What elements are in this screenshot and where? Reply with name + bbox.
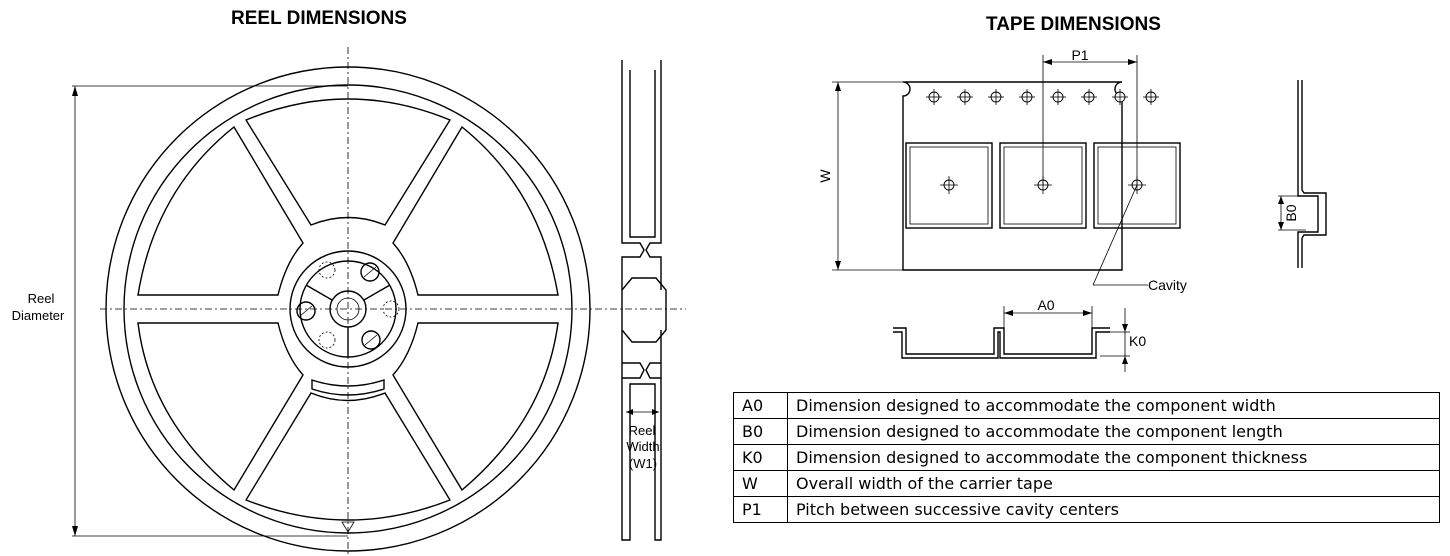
tape-top-view [832, 55, 1181, 286]
legend-symbol: P1 [733, 496, 788, 523]
hub-vent-2 [382, 300, 400, 318]
legend-symbol: B0 [733, 418, 788, 445]
tape-dimensions-title: TAPE DIMENSIONS [986, 14, 1161, 35]
legend-row-w: W Overall width of the carrier tape [733, 470, 1440, 497]
reel-window-bottom [244, 392, 452, 521]
reel-side-view [621, 60, 667, 541]
k0-label: K0 [1129, 333, 1146, 349]
legend-description: Overall width of the carrier tape [787, 470, 1440, 497]
reel-width-label-2: Width [626, 439, 659, 454]
reel-width-label-1: Reel [629, 423, 656, 438]
reel-diameter-label-2: Diameter [12, 308, 65, 323]
reel-side-hub [621, 277, 667, 343]
legend-description: Dimension designed to accommodate the co… [787, 444, 1440, 471]
hub-vent-1 [318, 261, 336, 279]
legend-row-b0: B0 Dimension designed to accommodate the… [733, 418, 1440, 445]
b0-label: B0 [1283, 204, 1299, 221]
tape-side-view [1278, 80, 1327, 268]
hub-spoke-right [363, 284, 391, 301]
w-label: W [817, 169, 833, 183]
legend-row-p1: P1 Pitch between successive cavity cente… [733, 496, 1440, 523]
reel-window-upper-right [392, 125, 559, 296]
legend-symbol: K0 [733, 444, 788, 471]
legend-description: Dimension designed to accommodate the co… [787, 392, 1440, 419]
p1-label: P1 [1071, 47, 1088, 63]
a0-label: A0 [1037, 297, 1054, 313]
reel-window-top [244, 98, 452, 226]
hub-vent-3 [318, 331, 336, 349]
legend-row-k0: K0 Dimension designed to accommodate the… [733, 444, 1440, 471]
legend-row-a0: A0 Dimension designed to accommodate the… [733, 392, 1440, 419]
hub-screw-3 [361, 330, 381, 350]
reel-width-label-3: (W1) [629, 456, 657, 471]
reel-front-view [72, 47, 686, 555]
reel-label-slot [311, 379, 385, 396]
hub-screw-1 [360, 262, 380, 282]
reel-diameter-label-1: Reel [28, 291, 55, 306]
hub-screw-2 [296, 301, 316, 321]
dimension-legend-table: A0 Dimension designed to accommodate the… [733, 392, 1440, 523]
tape-cross-section [893, 306, 1130, 372]
reel-window-lower-left [137, 322, 304, 492]
hub-spoke-left [305, 284, 333, 301]
legend-description: Pitch between successive cavity centers [787, 496, 1440, 523]
legend-symbol: W [733, 470, 788, 497]
legend-description: Dimension designed to accommodate the co… [787, 418, 1440, 445]
reel-window-upper-left [137, 125, 304, 296]
sprocket-holes [926, 89, 1159, 105]
tape-body [902, 81, 1123, 271]
cavity-label: Cavity [1148, 277, 1187, 293]
reel-window-lower-right [392, 322, 559, 492]
legend-symbol: A0 [733, 392, 788, 419]
reel-dimensions-title: REEL DIMENSIONS [231, 8, 407, 29]
cavity-1 [905, 142, 993, 229]
